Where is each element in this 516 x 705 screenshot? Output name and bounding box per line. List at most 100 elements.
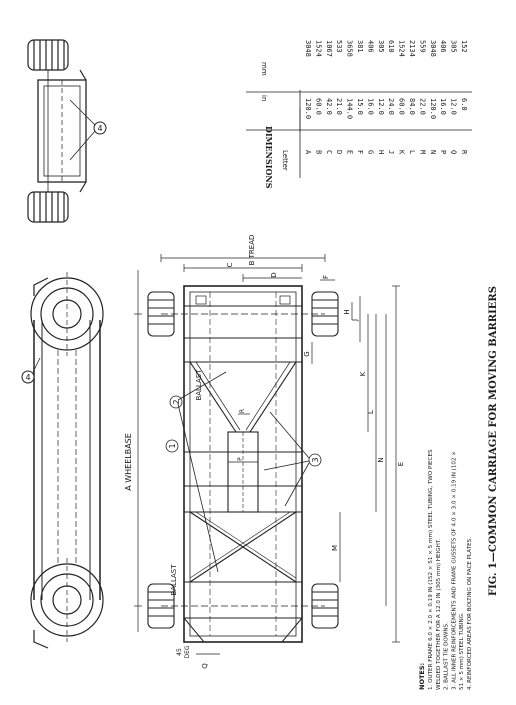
dim-mm-l: 2134 [408,40,416,57]
dim-in-p: 16.0 [439,98,447,115]
dim-mm-p: 406 [439,40,447,53]
callout-4-side-label: 4 [25,373,30,382]
note-line-2: WELDED TOGETHER FOR A 12.0 IN (305 mm) H… [436,538,442,690]
dim-mm-f: 381 [356,40,364,53]
callout-4-end: 4 [69,99,107,161]
dim-mm-d: 533 [335,40,343,53]
label-45: 45 [176,648,183,656]
note-line-5: 51 × 5 mm) STEEL TUBING. [459,612,465,690]
dimensions-table: DIMENSIONS Letter in mm A120.03048B60.01… [246,40,472,189]
notes-heading: NOTES: [418,663,426,690]
dim-letter-c: C [325,150,333,154]
callout-1-label: 1 [168,443,177,448]
callout-2-label: 2 [172,399,181,404]
dim-letter-a: A [304,150,312,155]
label-j: J [351,319,359,322]
dim-in-d: 21.0 [335,98,343,115]
note-line-1: 1. OUTER FRAME 6.0 × 2.0 × 0.19 IN (152 … [428,449,434,690]
dim-letter-r: R [460,150,468,155]
side-elevation-view [30,272,104,649]
dim-mm-g: 406 [366,40,374,53]
dim-in-j: 24.0 [387,98,395,115]
dim-in-q: 12.0 [450,98,458,115]
plan-view [147,285,339,643]
label-h: H [343,309,351,314]
dim-in-f: 15.0 [356,98,364,115]
note-line-6: 4. REINFORCED AREAS FOR BOLTING ON FACE … [467,537,473,690]
note-line-3: 2. BALLAST TIE DOWNS. [444,622,450,690]
header-letter: Letter [281,150,289,171]
dim-letter-n: N [429,150,437,154]
dim-in-b: 60.0 [314,98,322,115]
label-ballast-rear: BALLAST [170,564,178,596]
dim-mm-k: 1524 [398,40,406,57]
dim-letter-g: G [366,150,374,154]
dim-in-m: 22.0 [418,98,426,115]
dim-mm-q: 305 [450,40,458,53]
header-mm: mm [260,62,268,76]
side-view-front-wheel [30,272,104,356]
label-r: R [239,409,246,413]
label-b-tread: B TREAD [248,235,256,266]
side-view-rear-wheel [30,558,104,642]
dim-mm-j: 610 [387,40,395,53]
dim-letter-l: L [408,150,416,154]
label-n: N [377,457,385,462]
dim-mm-a: 3048 [304,40,312,57]
dim-in-n: 120.0 [429,98,437,119]
dim-mm-c: 1067 [325,40,333,57]
dim-in-g: 16.0 [366,98,374,115]
notes-block: NOTES: 1. OUTER FRAME 6.0 × 2.0 × 0.19 I… [418,449,473,690]
note-line-4: 3. ALL INNER REINFORCEMENTS AND FRAME GU… [451,451,457,690]
label-q: Q [201,663,209,669]
notes-lines: 1. OUTER FRAME 6.0 × 2.0 × 0.19 IN (152 … [428,449,473,690]
end-view-left-tire [27,39,69,71]
label-deg: DEG [184,645,191,658]
dim-letter-k: K [398,150,406,155]
label-d: D [270,272,278,277]
label-g: G [303,351,311,356]
drawing-labels: A WHEELBASE B TREAD C D E F G H J K L N … [124,235,405,669]
dim-letter-e: E [346,150,354,154]
callout-4-side: 4 [21,357,41,384]
dim-letter-f: F [356,150,364,154]
plan-callouts [165,371,322,573]
header-in: in [260,95,268,101]
dim-in-a: 120.0 [304,98,312,119]
dim-letter-h: H [377,150,385,154]
figure-caption: FIG. 1—COMMON CARRIAGE FOR MOVING BARRIE… [488,286,499,596]
dim-mm-e: 3658 [346,40,354,57]
label-ballast-front: BALLAST [195,369,203,401]
dim-mm-h: 305 [377,40,385,53]
dim-in-h: 12.0 [377,98,385,115]
dim-in-k: 60.0 [398,98,406,115]
dim-in-r: 6.0 [460,98,468,111]
label-k: K [359,371,367,376]
dim-letter-j: J [387,150,395,154]
label-e: E [397,462,405,466]
dim-in-e: 144.0 [346,98,354,119]
dim-in-c: 42.0 [325,98,333,115]
dimensions-title: DIMENSIONS [264,126,274,189]
end-view-right-tire [27,191,69,223]
callout-4-end-label: 4 [97,124,102,133]
dim-letter-d: D [335,150,343,154]
label-p: P [237,457,244,461]
dim-letter-q: Q [450,150,458,154]
label-m: M [331,545,339,551]
dimension-lines [134,254,400,655]
end-view [27,39,87,223]
dim-mm-n: 3048 [429,40,437,57]
dim-mm-b: 1524 [314,40,322,57]
dim-letter-m: M [418,150,426,154]
label-f: F [322,275,330,279]
dim-letter-p: P [439,150,447,154]
callout-3-label: 3 [311,457,320,462]
dim-in-l: 84.0 [408,98,416,115]
label-l: L [367,410,375,414]
dim-mm-m: 559 [418,40,426,53]
label-c: C [226,262,234,267]
dim-letter-b: B [314,150,322,154]
